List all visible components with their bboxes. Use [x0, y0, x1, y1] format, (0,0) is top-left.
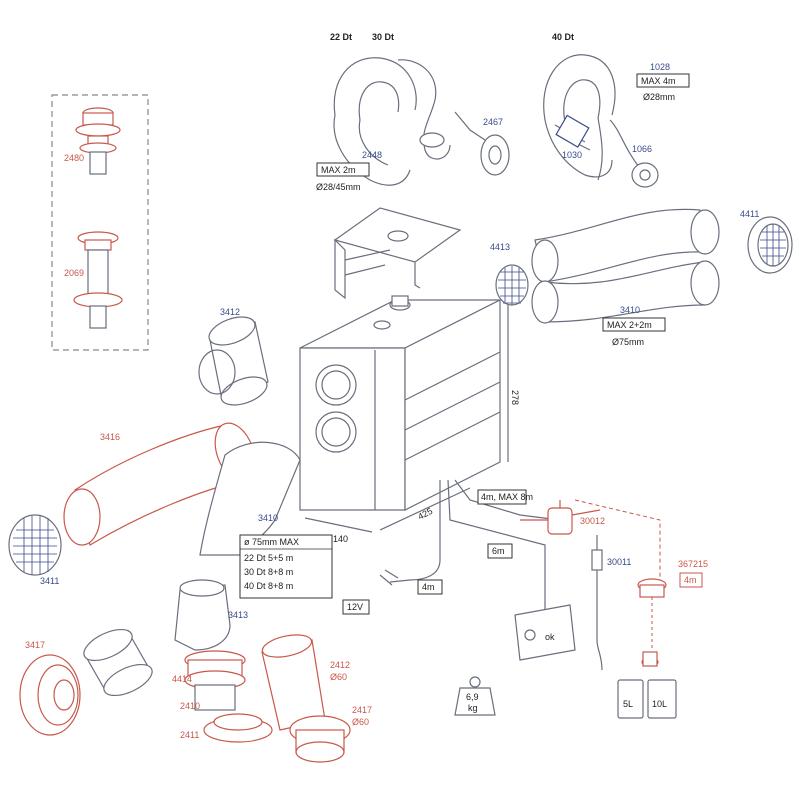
max-length-table: ø 75mm MAX 22 Dt 5+5 m 30 Dt 8+8 m 40 Dt… [239, 534, 333, 599]
fuel-tanks: 5L 10L [617, 679, 677, 719]
label-4m-red: 4m [684, 575, 697, 585]
label-d28: Ø28mm [643, 92, 675, 102]
label-2417: 2417 [352, 705, 372, 715]
dim-278: 278 [510, 390, 520, 405]
tank-10l [647, 679, 677, 719]
heater-side [404, 299, 501, 511]
hose-22dt-upper [333, 57, 417, 116]
fuel-line-30011: 30011 [591, 535, 631, 671]
label-1030: 1030 [562, 150, 582, 160]
power-plug [379, 569, 399, 586]
label-2069: 2069 [64, 268, 84, 278]
label-4411: 4411 [740, 209, 759, 219]
hose-30dt [397, 59, 451, 160]
6m-box [487, 543, 513, 559]
label-12v: 12V [347, 602, 363, 612]
max2m-box [316, 162, 370, 177]
mounting-bracket [333, 207, 462, 300]
sleeve-3412: 3412 [198, 307, 269, 406]
fuel-pickup-367215: 367215 4m [637, 559, 708, 667]
label-d75: Ø75mm [612, 337, 644, 347]
hose-40dt-upper [543, 54, 616, 121]
pipe-2412: 2412 Ø60 [261, 634, 350, 731]
accessory-box-2480-2069: 2480 2069 [51, 94, 149, 351]
hose-group-22-30dt: 22 Dt 30 Dt 2448 MAX 2m Ø28/45mm 2467 [316, 32, 510, 192]
fuel-pump-30012: 30012 [520, 499, 661, 580]
label-3410-left: 3410 [258, 513, 278, 523]
air-duct-twin-3410: 3410 MAX 2+2m Ø75mm [531, 208, 720, 347]
label-2411: 2411 [180, 730, 199, 740]
max4m-box [636, 73, 690, 88]
label-40dt: 40 Dt [552, 32, 574, 42]
elbow-3413: 3413 [174, 579, 248, 651]
label-2467: 2467 [483, 117, 503, 127]
cap-2417: 2417 Ø60 [289, 705, 372, 763]
grille-4411: 4411 [740, 209, 793, 274]
fitting-2467 [480, 134, 510, 176]
label-d60a: Ø60 [330, 672, 347, 682]
label-3412: 3412 [220, 307, 240, 317]
fitting-2480 [75, 123, 121, 137]
grille-4413: 4413 [490, 242, 529, 306]
label-22dt: 22 Dt [330, 32, 352, 42]
label-2480: 2480 [64, 153, 84, 163]
weight-unit: kg [468, 703, 478, 713]
label-2412: 2412 [330, 660, 350, 670]
max22m-box [602, 317, 666, 332]
4m-red-box [679, 572, 703, 588]
tank-5l [617, 679, 644, 719]
wiring-harness: 4m, MAX 8m 6m 4m 12V [342, 479, 561, 640]
label-3416: 3416 [100, 432, 120, 442]
12v-box [342, 599, 370, 615]
label-367215: 367215 [678, 559, 708, 569]
table-row-40dt: 40 Dt 8+8 m [244, 581, 293, 591]
control-panel: ok [514, 604, 576, 661]
hose-group-40dt: 40 Dt 1030 1028 MAX 4m Ø28mm 1066 [543, 32, 690, 188]
control-ok-label: ok [545, 632, 555, 642]
label-4m-max8m: 4m, MAX 8m [481, 492, 533, 502]
label-6m: 6m [492, 546, 505, 556]
hose-22dt-lower [333, 114, 411, 186]
label-30dt: 30 Dt [372, 32, 394, 42]
label-3410-right: 3410 [620, 305, 640, 315]
label-3417: 3417 [25, 640, 45, 650]
label-2410: 2410 [180, 701, 200, 711]
label-30011: 30011 [607, 557, 631, 567]
weight-value: 6,9 [466, 692, 479, 702]
grille-3411: 3411 [8, 514, 62, 586]
tank-10l-label: 10L [652, 699, 667, 709]
dim-140: 140 [333, 534, 348, 544]
label-d60b: Ø60 [352, 717, 369, 727]
table-header: ø 75mm MAX [244, 537, 299, 547]
heater-unit: 278 140 425 [299, 295, 520, 544]
label-4413: 4413 [490, 242, 510, 252]
sleeve-white [83, 628, 153, 697]
label-4414: 4414 [172, 674, 192, 684]
table-row-22dt: 22 Dt 5+5 m [244, 553, 293, 563]
table-row-30dt: 30 Dt 8+8 m [244, 567, 293, 577]
dim-425: 425 [416, 506, 434, 522]
label-30012: 30012 [580, 516, 605, 526]
cap-3417: 3417 [19, 640, 81, 736]
label-d2845: Ø28/45mm [316, 182, 361, 192]
label-1028: 1028 [650, 62, 670, 72]
tank-5l-label: 5L [623, 699, 633, 709]
label-4m: 4m [422, 582, 435, 592]
cable-length-box [477, 489, 527, 505]
label-2448: 2448 [362, 150, 382, 160]
weight-indicator: 6,9 kg [454, 676, 496, 716]
4m-box [417, 579, 443, 595]
label-max4m: MAX 4m [641, 76, 676, 86]
label-max22m: MAX 2+2m [607, 320, 652, 330]
label-3413: 3413 [228, 610, 248, 620]
fitting-4414-2410-2411: 4414 2410 2411 [172, 650, 273, 743]
label-1066: 1066 [632, 144, 652, 154]
label-3411: 3411 [40, 576, 59, 586]
fitting-1066 [631, 162, 659, 188]
label-max2m: MAX 2m [321, 165, 356, 175]
